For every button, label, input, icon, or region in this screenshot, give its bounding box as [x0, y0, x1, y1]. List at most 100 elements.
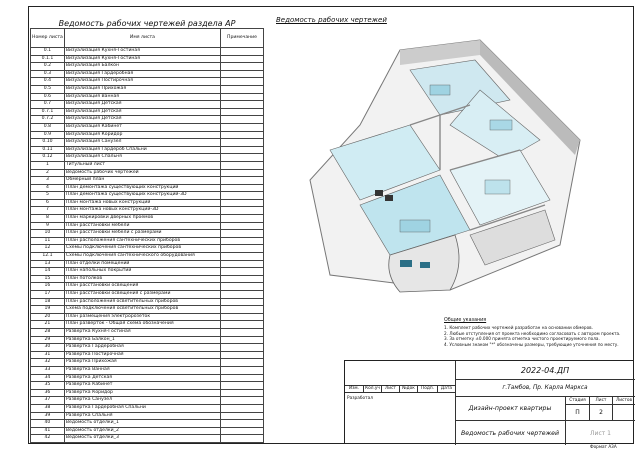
stage-value: П	[565, 404, 589, 420]
cell-name: Ведомость отделки_1	[63, 419, 222, 428]
cell-num: 11	[30, 236, 65, 246]
note-item: 4. Условным знаком "*" обозначены размер…	[444, 341, 619, 347]
cell-num: 0.7	[30, 100, 65, 109]
cell-note	[220, 388, 264, 398]
cell-name: План размещения электророзеток	[63, 312, 222, 322]
cell-note	[220, 373, 264, 383]
cell-note	[220, 168, 264, 178]
note-item: 2. Любые отступления от проекта необходи…	[444, 330, 621, 336]
cell-num: 15	[30, 274, 65, 284]
cell-name: План расстановки мебели	[63, 221, 222, 231]
cell-name: Визуализация Гардеробная	[63, 69, 222, 79]
cell-note	[220, 274, 264, 284]
cell-num: 31	[30, 350, 65, 360]
cell-note	[220, 122, 264, 132]
cell-num: 37	[30, 396, 65, 405]
cell-num: 34	[30, 373, 65, 383]
cell-note	[220, 130, 264, 140]
cell-note	[220, 403, 264, 413]
sheet-list-title: Ведомость рабочих чертежей раздела АР	[58, 19, 236, 28]
col-count: Кол.уч	[363, 385, 381, 392]
cell-name: План расстановки освещения	[63, 282, 222, 291]
cell-name: План расстановки освещения с размерами	[63, 290, 222, 299]
cell-name: Развертка Ванная	[63, 365, 222, 375]
cell-name: План монтажа новых конструкций	[63, 198, 222, 208]
cell-num: 0.8	[30, 122, 65, 132]
cell-num: 28	[30, 327, 65, 337]
cell-note	[220, 183, 264, 193]
cell-num: 17	[30, 290, 65, 299]
note-item: 3. За отметку ±0.000 принята отметка чис…	[444, 336, 600, 342]
header-sheet-number: Номер листа	[30, 28, 65, 48]
cell-name: Развертка Кухня-Гостиная	[63, 327, 222, 337]
cell-num: 10	[30, 229, 65, 238]
cell-num: 12	[30, 244, 65, 254]
cell-name: Визуализация Детская	[63, 100, 222, 109]
address: г.Тамбов, Пр. Карла Маркса	[455, 379, 635, 396]
cell-note	[220, 419, 264, 428]
cell-name: Развертка Гардеробная Спальни	[63, 403, 222, 413]
cell-note	[220, 229, 264, 238]
cell-num: 0.1.1	[30, 54, 65, 64]
cell-note	[220, 343, 264, 352]
cell-num: 41	[30, 426, 65, 436]
cell-note	[220, 236, 264, 246]
cell-name: План маркировки дверных проемов	[63, 214, 222, 223]
cell-num: 30	[30, 343, 65, 352]
cell-name: План отделки помещений	[63, 259, 222, 269]
cell-name: Визуализация Ванная	[63, 92, 222, 102]
cell-num: 4	[30, 183, 65, 193]
cell-num: 0.3	[30, 69, 65, 79]
cell-note	[220, 198, 264, 208]
cell-num: 0.7.1	[30, 107, 65, 117]
cell-note	[220, 434, 264, 443]
cell-note	[220, 426, 264, 436]
cell-num: 33	[30, 365, 65, 375]
cell-note	[220, 244, 264, 254]
cell-note	[220, 358, 264, 367]
cell-note	[220, 365, 264, 375]
cell-num: 21	[30, 320, 65, 329]
cell-note	[220, 312, 264, 322]
cell-name: Ведомость рабочих чертежей	[63, 168, 222, 178]
cell-num: 0.7.2	[30, 115, 65, 124]
cell-note	[220, 160, 264, 170]
stage-label: Стадия	[565, 396, 589, 404]
cell-note	[220, 54, 264, 64]
cell-name: Схема подключения осветительных приборов	[63, 305, 222, 314]
cell-num: 2	[30, 168, 65, 178]
cell-name: Развертка Спальня	[63, 411, 222, 421]
cell-num: 39	[30, 411, 65, 421]
cell-name: План расположения сантехнических приборо…	[63, 236, 222, 246]
cell-num: 35	[30, 381, 65, 390]
cell-name: План демонтажа существующих конструкций-…	[63, 191, 222, 200]
cell-num: 0.4	[30, 77, 65, 86]
cell-num: 3	[30, 176, 65, 185]
cell-name: План расположения осветительных приборов	[63, 297, 222, 307]
cell-note	[220, 84, 264, 94]
